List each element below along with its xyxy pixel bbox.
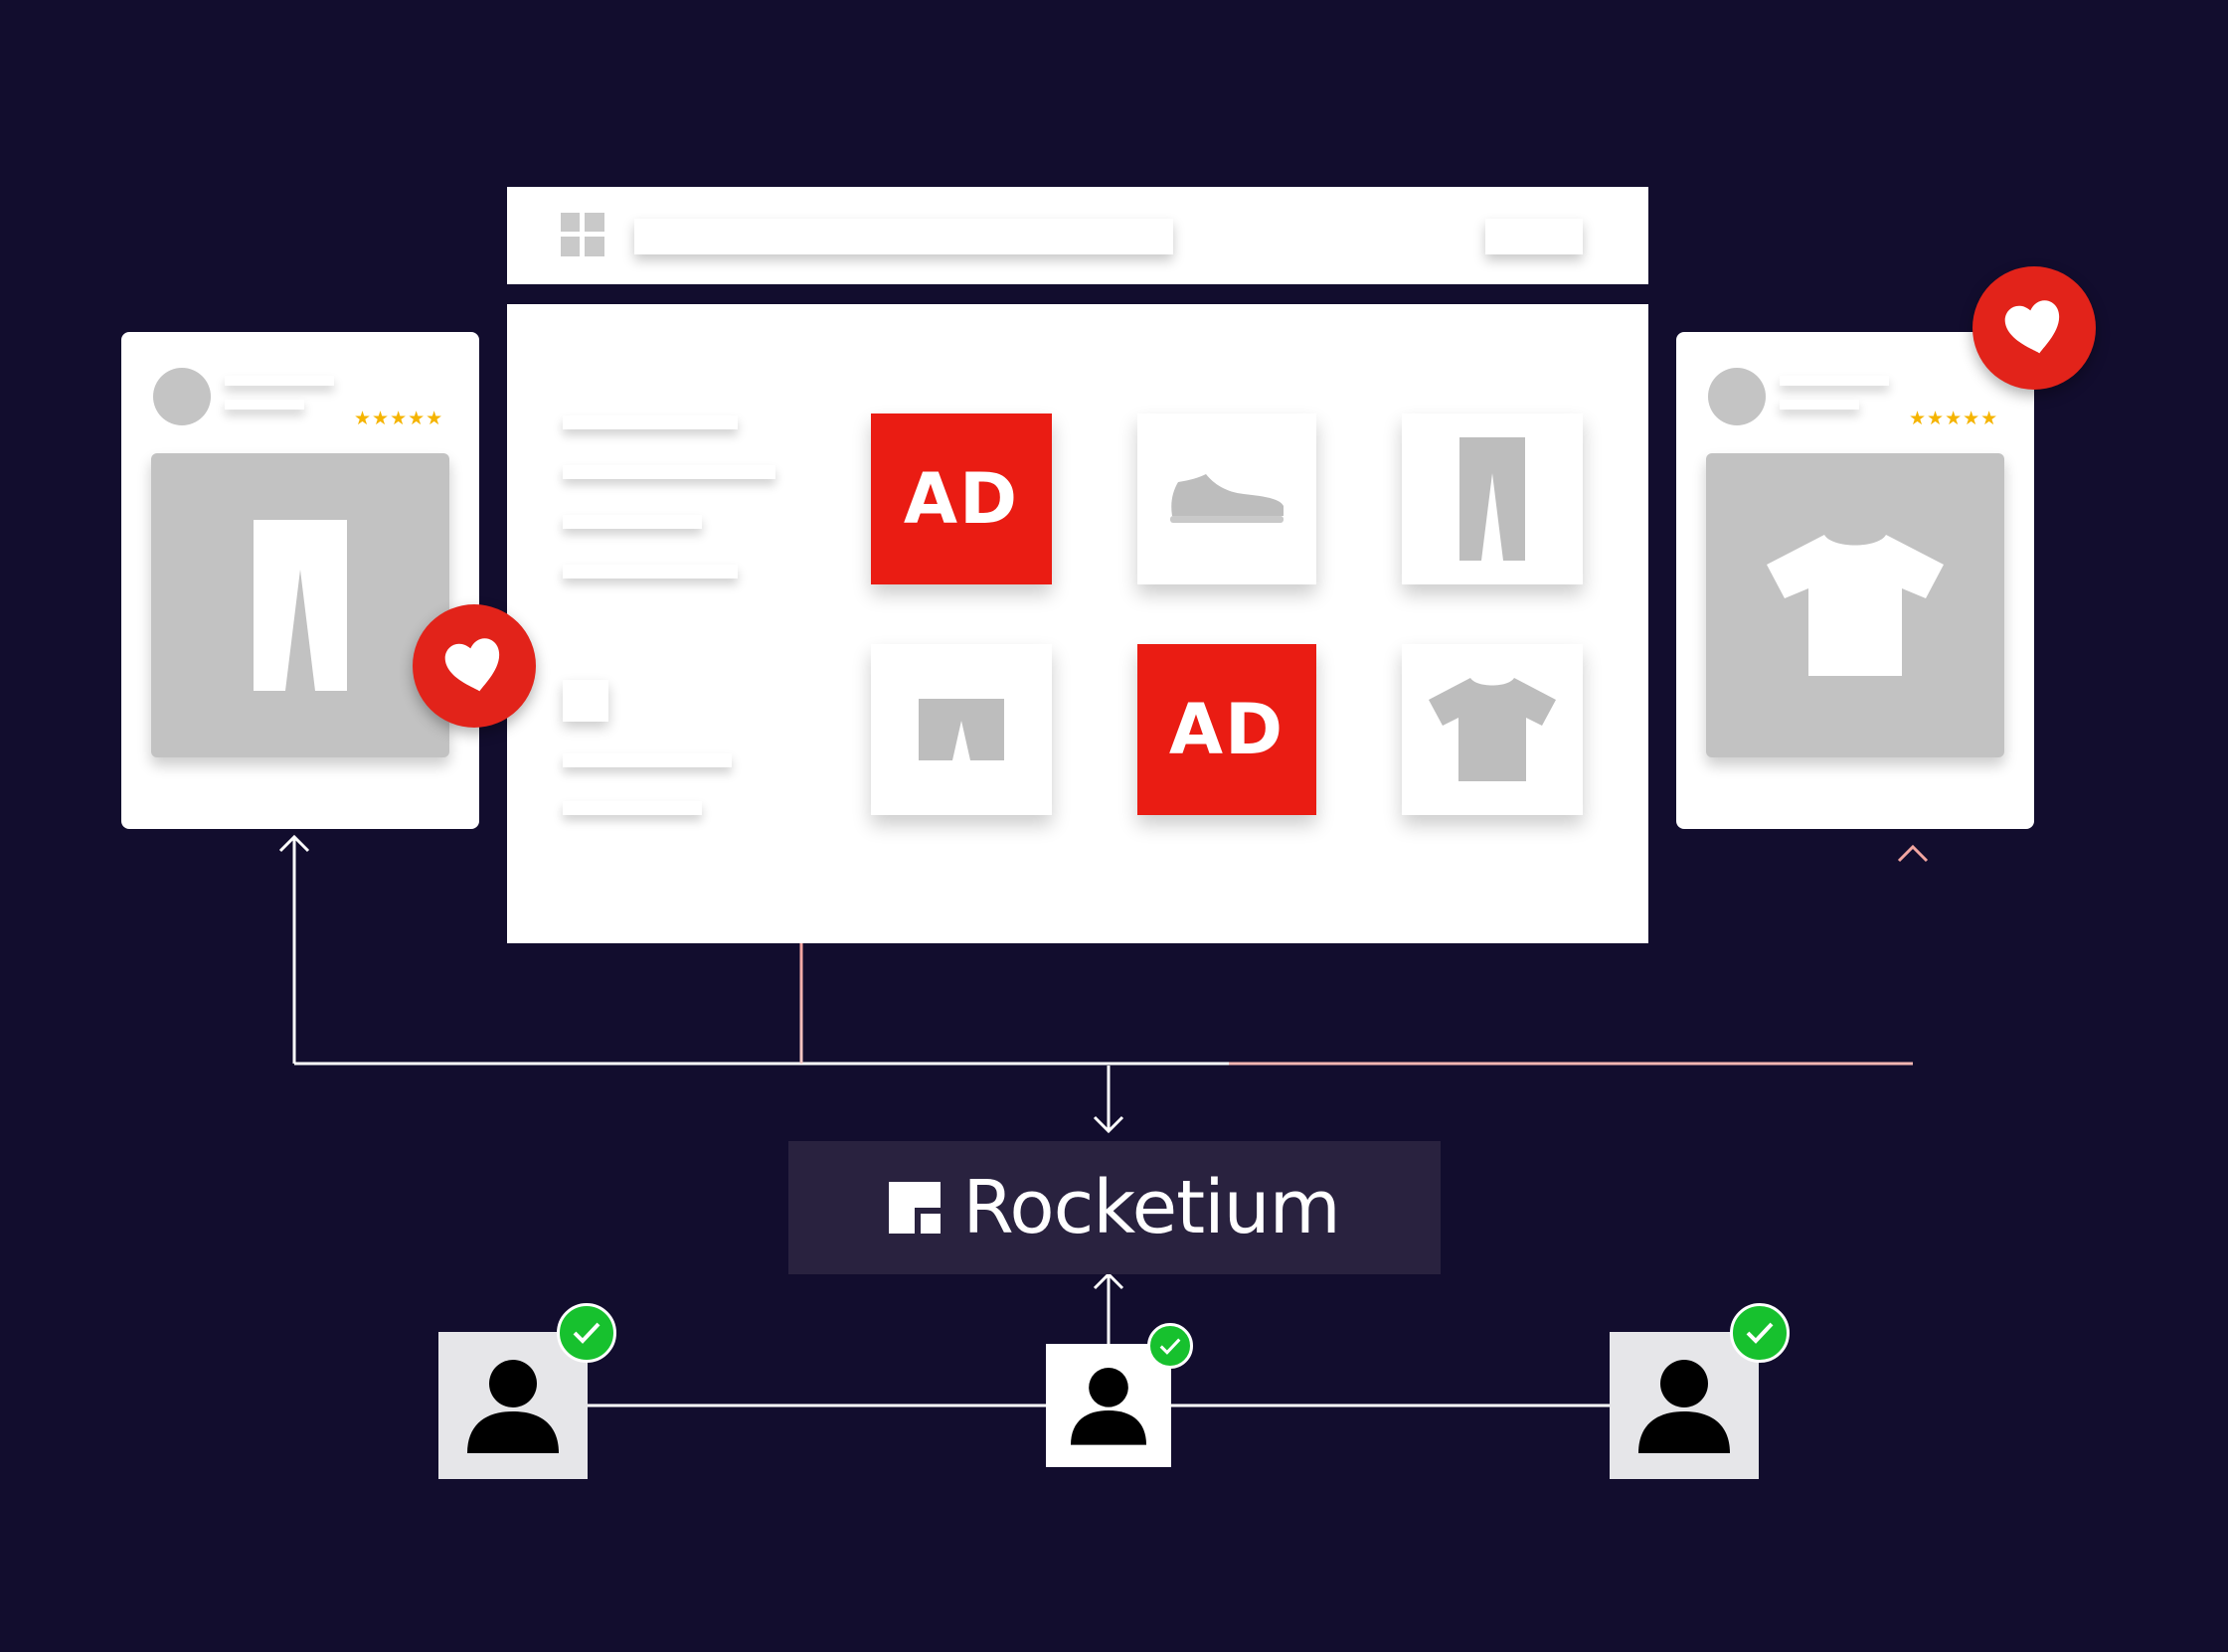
rocketium-logo-icon <box>889 1182 942 1234</box>
reviewer-name-line <box>1780 376 1889 386</box>
avatar <box>153 368 211 425</box>
product-tile-sneaker[interactable] <box>1137 413 1316 584</box>
heart-badge-right[interactable] <box>1972 266 2096 390</box>
brand-name: Rocketium <box>962 1165 1340 1250</box>
review-card-right: ★★★★★ <box>1676 332 2034 829</box>
product-image <box>1706 453 2004 757</box>
ad-label: AD <box>903 458 1020 540</box>
sidebar-line <box>563 801 702 815</box>
grid-icon <box>561 213 604 256</box>
tshirt-icon <box>1767 535 1944 676</box>
check-icon <box>1159 1337 1181 1355</box>
pants-icon <box>1459 437 1525 561</box>
brand-box: Rocketium <box>788 1141 1441 1274</box>
team-member-center[interactable] <box>1046 1344 1171 1467</box>
rating-stars: ★★★★★ <box>354 409 444 429</box>
ad-label: AD <box>1168 689 1285 770</box>
team-member-left[interactable] <box>438 1332 588 1479</box>
browser-content <box>507 304 1648 943</box>
address-bar[interactable] <box>634 219 1173 254</box>
sidebar-line <box>563 415 738 429</box>
heart-icon <box>2004 300 2060 354</box>
check-icon <box>1746 1322 1774 1344</box>
sidebar-checkbox[interactable] <box>563 680 608 722</box>
product-image <box>151 453 449 757</box>
rating-stars: ★★★★★ <box>1909 409 1999 429</box>
sidebar-line <box>563 753 732 767</box>
sneaker-icon <box>1170 474 1284 523</box>
reviewer-meta-line <box>1780 400 1859 410</box>
sidebar-line <box>563 465 775 479</box>
product-tile-pants[interactable] <box>1402 413 1583 584</box>
team-member-right[interactable] <box>1610 1332 1759 1479</box>
ad-tile-1[interactable]: AD <box>871 413 1052 584</box>
reviewer-name-line <box>225 376 334 386</box>
pants-icon <box>254 520 347 691</box>
check-icon <box>573 1322 600 1344</box>
tshirt-icon <box>1429 678 1556 781</box>
approved-badge-left <box>557 1303 616 1363</box>
sidebar-line <box>563 565 738 578</box>
review-card-left: ★★★★★ <box>121 332 479 829</box>
header-button[interactable] <box>1485 219 1583 254</box>
product-tile-tshirt[interactable] <box>1402 644 1583 815</box>
avatar <box>1708 368 1766 425</box>
browser-header <box>507 187 1648 284</box>
ad-tile-2[interactable]: AD <box>1137 644 1316 815</box>
product-tile-shorts[interactable] <box>871 644 1052 815</box>
shorts-icon <box>919 699 1004 760</box>
heart-badge-left[interactable] <box>413 604 536 728</box>
reviewer-meta-line <box>225 400 304 410</box>
person-icon <box>1638 1360 1730 1453</box>
approved-badge-center <box>1147 1323 1193 1369</box>
heart-icon <box>444 638 500 692</box>
sidebar-line <box>563 515 702 529</box>
approved-badge-right <box>1730 1303 1790 1363</box>
person-icon <box>467 1360 559 1453</box>
person-icon <box>1071 1368 1146 1445</box>
